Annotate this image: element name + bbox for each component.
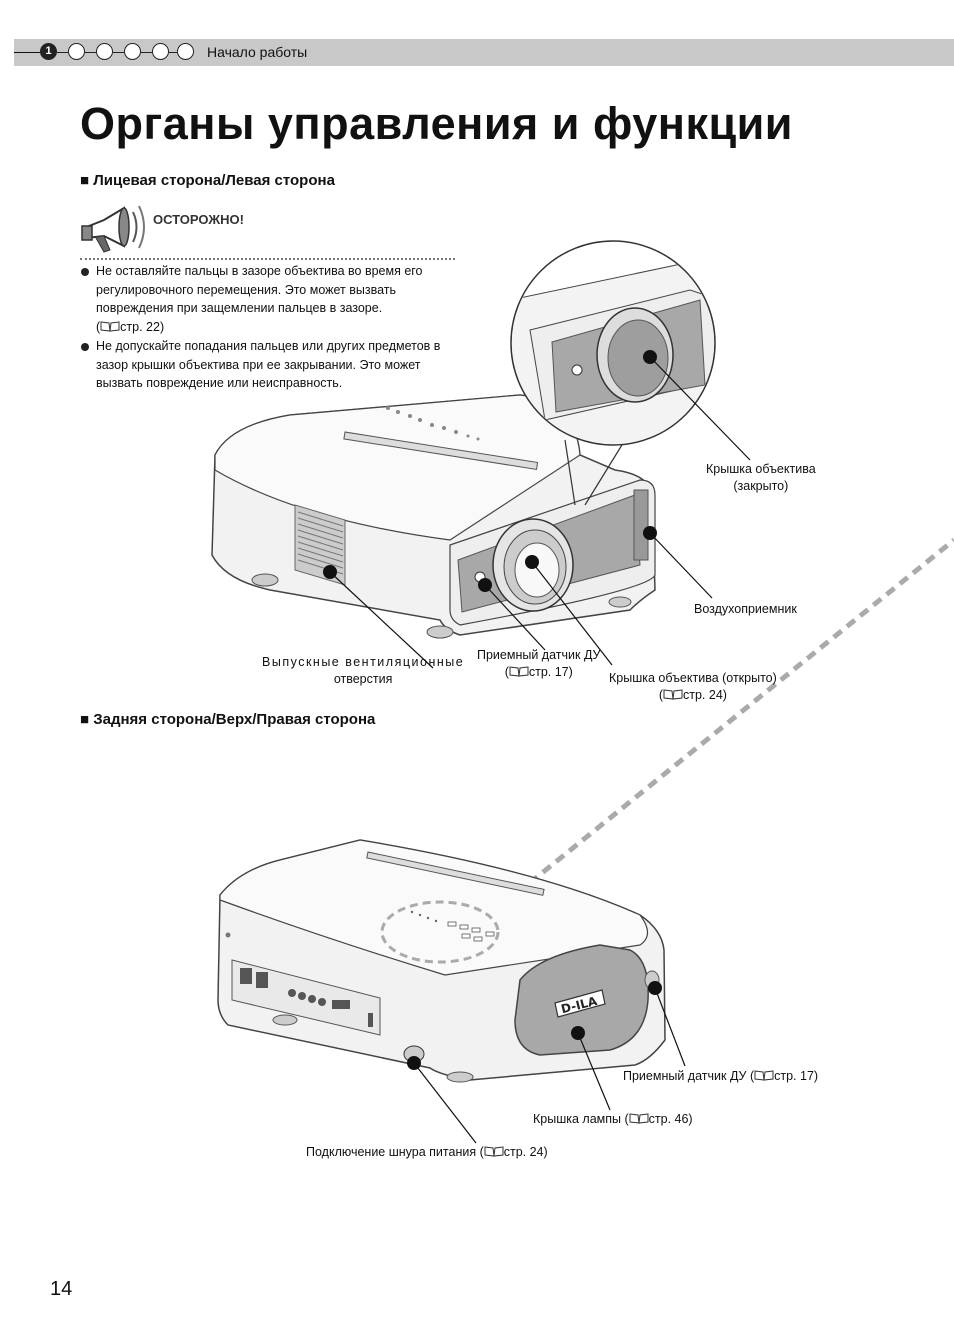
- step-indicator-2: [68, 43, 85, 60]
- callout-lamp-cover: Крышка лампы (стр. 46): [533, 1112, 693, 1126]
- step-indicator-4: [124, 43, 141, 60]
- callout-exhaust-vents: Выпускные вентиляционные отверстия: [262, 655, 465, 686]
- exhaust-vent: [294, 504, 346, 586]
- control-panel-circle: [380, 900, 500, 964]
- page-title: Органы управления и функции: [80, 98, 793, 149]
- caution-list: Не оставляйте пальцы в зазоре объектива …: [80, 262, 465, 394]
- section-label: Начало работы: [207, 44, 308, 60]
- callout-remote-sensor-rear: Приемный датчик ДУ (стр. 17): [623, 1069, 819, 1083]
- lens-cover-closeup: [510, 240, 716, 506]
- book-icon: [629, 1113, 649, 1124]
- step-indicator-6: [177, 43, 194, 60]
- step-indicator-3: [96, 43, 113, 60]
- callout-air-intake: Воздухоприемник: [694, 602, 797, 616]
- caution-divider: [80, 258, 455, 260]
- callout-power-cord: Подключение шнура питания (стр. 24): [306, 1145, 548, 1159]
- caution-item: Не допускайте попадания пальцев или друг…: [80, 337, 465, 393]
- book-icon: [100, 320, 120, 332]
- callout-remote-sensor-front: Приемный датчик ДУ (стр. 17): [477, 648, 601, 679]
- rear-heading: ■ Задняя сторона/Верх/Правая сторона: [80, 711, 376, 728]
- callout-lens-cover-closed: Крышка объектива (закрыто): [706, 462, 816, 493]
- step-indicator-5: [152, 43, 169, 60]
- book-icon: [509, 666, 529, 677]
- megaphone-icon: [81, 205, 145, 253]
- caution-item: Не оставляйте пальцы в зазоре объектива …: [80, 262, 465, 336]
- page-number: 14: [50, 1278, 73, 1300]
- callout-lens-cover-open: Крышка объектива (открыто) (стр. 24): [609, 671, 777, 702]
- book-icon: [754, 1070, 774, 1081]
- book-icon: [663, 689, 683, 700]
- caution-label: ОСТОРОЖНО!: [153, 212, 244, 227]
- front-heading: ■ Лицевая сторона/Левая сторона: [80, 172, 335, 189]
- rear-projector-illustration: D-ILA: [217, 839, 666, 1083]
- book-icon: [484, 1146, 504, 1157]
- panel-connector-line: [488, 538, 954, 917]
- header-line: [14, 52, 44, 53]
- step-indicator-1: 1: [40, 43, 57, 60]
